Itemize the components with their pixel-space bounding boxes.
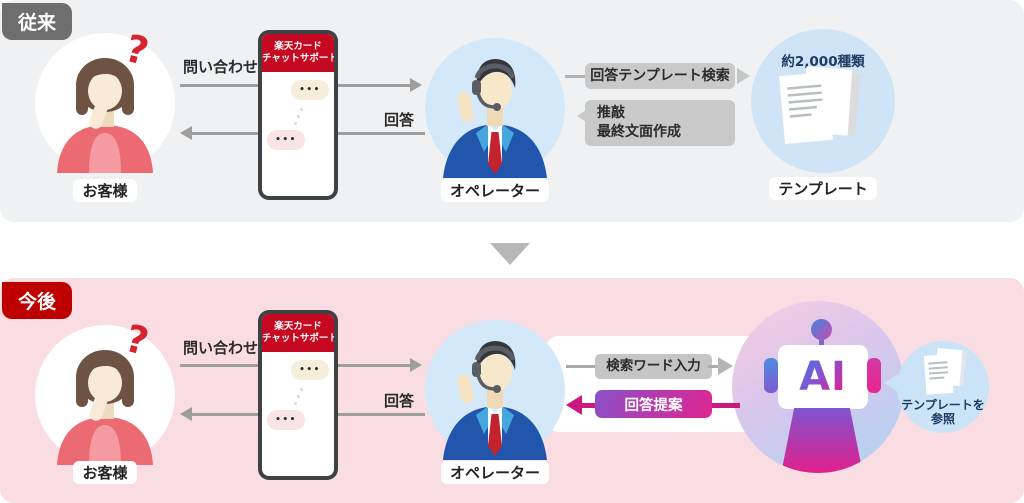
future-badge: 今後 [2, 282, 72, 319]
customer-label: お客様 [73, 179, 137, 202]
ai-robot-right-arm-icon [867, 358, 881, 393]
answer-arrowhead-icon [180, 407, 192, 421]
ai-label: AI [799, 354, 847, 400]
answer-label: 回答 [384, 392, 415, 410]
chat-bubble-received: ••• [291, 360, 329, 380]
phone-header: 楽天カード チャットサポート [262, 314, 334, 352]
answer-arrowhead-icon [180, 126, 192, 140]
ai-robot-body-icon [781, 408, 863, 473]
compose-box-line2: 最終文面作成 [597, 123, 681, 140]
suggestion-arrowhead-icon [566, 395, 582, 415]
compose-box-line1: 推敲 [597, 105, 625, 121]
template-ref-tail-icon [884, 374, 898, 392]
ai-robot-left-arm-icon [764, 358, 778, 393]
typing-dot [294, 402, 297, 405]
operator-illustration [425, 320, 565, 460]
template-count: 約2,000種類 [781, 54, 865, 70]
template-search-arrowhead-icon [737, 68, 750, 84]
connector-line [565, 75, 585, 78]
inquiry-label: 問い合わせ [183, 58, 259, 76]
template-ref-line1: テンプレートを [901, 398, 985, 412]
template-ref-line2: 参照 [930, 412, 955, 427]
keyword-input-box: 検索ワード入力 [595, 354, 712, 379]
answer-suggestion-box: 回答提案 [595, 390, 712, 418]
typing-dot [297, 115, 300, 118]
section-conventional: 従来 ? お客様 問い合わせ 回答 [0, 0, 1024, 222]
customer-illustration [35, 33, 175, 173]
operator-label: オペレーター [440, 461, 549, 484]
customer-avatar [35, 325, 175, 465]
customer-illustration [35, 325, 175, 465]
documents-icon [770, 62, 874, 162]
section-future: 今後 ? お客様 問い合わせ 回答 [0, 278, 1024, 503]
chat-phone: 楽天カード チャットサポート ••• ••• [258, 30, 338, 200]
customer-label: お客様 [73, 461, 137, 484]
keyword-connector-line [566, 365, 595, 368]
phone-header-line2: チャットサポート [262, 53, 334, 65]
ai-circle: AI [732, 301, 904, 473]
inquiry-arrowhead-icon [410, 358, 422, 372]
chat-phone: 楽天カード チャットサポート ••• ••• [258, 310, 338, 480]
document-icon [919, 346, 971, 404]
keyword-connector-line2 [708, 365, 720, 368]
typing-dot [294, 122, 297, 125]
operator-avatar [425, 38, 565, 178]
phone-header: 楽天カード チャットサポート [262, 34, 334, 72]
typing-dot [300, 388, 303, 391]
phone-header-line2: チャットサポート [262, 333, 334, 345]
customer-avatar [35, 33, 175, 173]
ai-robot-head-icon [811, 319, 832, 340]
ai-robot-face: AI [778, 345, 868, 409]
keyword-arrowhead-icon [718, 357, 733, 375]
compose-box-tail-icon [577, 110, 586, 122]
phone-screen: 楽天カード チャットサポート ••• ••• [262, 314, 334, 476]
phone-screen: 楽天カード チャットサポート ••• ••• [262, 34, 334, 196]
operator-illustration [425, 38, 565, 178]
typing-dot [300, 108, 303, 111]
template-ref-label: テンプレートを 参照 [897, 398, 989, 426]
operator-avatar [425, 320, 565, 460]
phone-header-line1: 楽天カード [274, 41, 322, 52]
transition-arrow-icon [490, 243, 530, 265]
chat-bubble-received: ••• [291, 80, 329, 100]
typing-dot [297, 395, 300, 398]
phone-header-line1: 楽天カード [274, 321, 322, 332]
template-search-box: 回答テンプレート検索 [585, 63, 735, 89]
chat-bubble-sent: ••• [267, 130, 305, 150]
conventional-badge: 従来 [2, 3, 72, 40]
operator-label: オペレーター [440, 179, 549, 202]
template-label: テンプレート [769, 177, 877, 200]
chat-bubble-sent: ••• [267, 410, 305, 430]
inquiry-label: 問い合わせ [183, 339, 259, 357]
ai-robot-antenna-icon [819, 338, 824, 347]
inquiry-arrowhead-icon [410, 78, 422, 92]
compose-box: 推敲 最終文面作成 [585, 100, 735, 146]
answer-label: 回答 [384, 111, 415, 129]
